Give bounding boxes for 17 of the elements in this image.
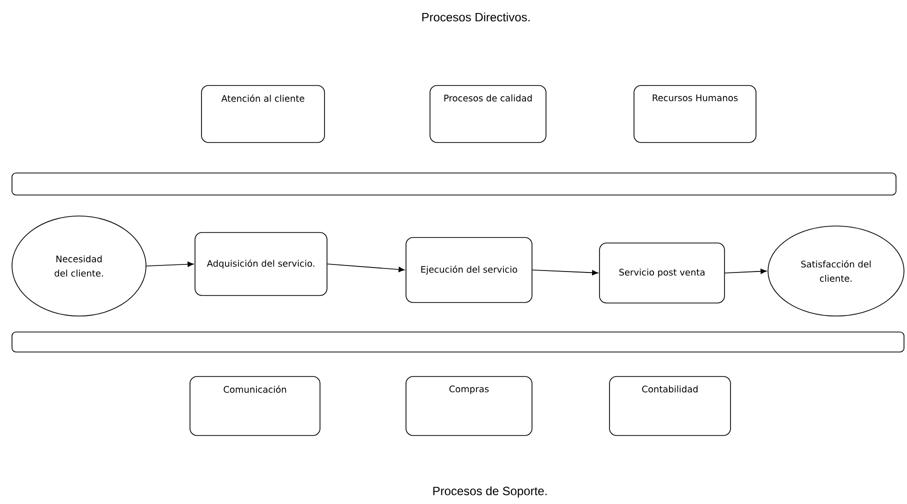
process-box: Contabilidad bbox=[609, 376, 731, 436]
arrow bbox=[724, 268, 767, 274]
band bbox=[12, 332, 904, 352]
process-box: Compras bbox=[406, 376, 532, 436]
process-box: Recursos Humanos bbox=[634, 85, 756, 143]
arrow bbox=[327, 264, 405, 272]
arrow bbox=[532, 270, 598, 276]
process-box: Atención al cliente bbox=[201, 85, 325, 143]
process-box: Comunicación bbox=[190, 376, 320, 436]
process-box: Ejecución del servicio bbox=[406, 237, 532, 303]
process-box: Procesos de calidad bbox=[430, 85, 546, 143]
process-box: Adquisición del servicio. bbox=[194, 232, 328, 296]
arrow bbox=[146, 262, 194, 267]
section-heading: Procesos de Soporte. bbox=[433, 486, 547, 498]
process-box: Servicio post venta bbox=[599, 242, 725, 304]
band bbox=[12, 172, 896, 196]
section-heading: Procesos Directivos. bbox=[422, 12, 530, 22]
